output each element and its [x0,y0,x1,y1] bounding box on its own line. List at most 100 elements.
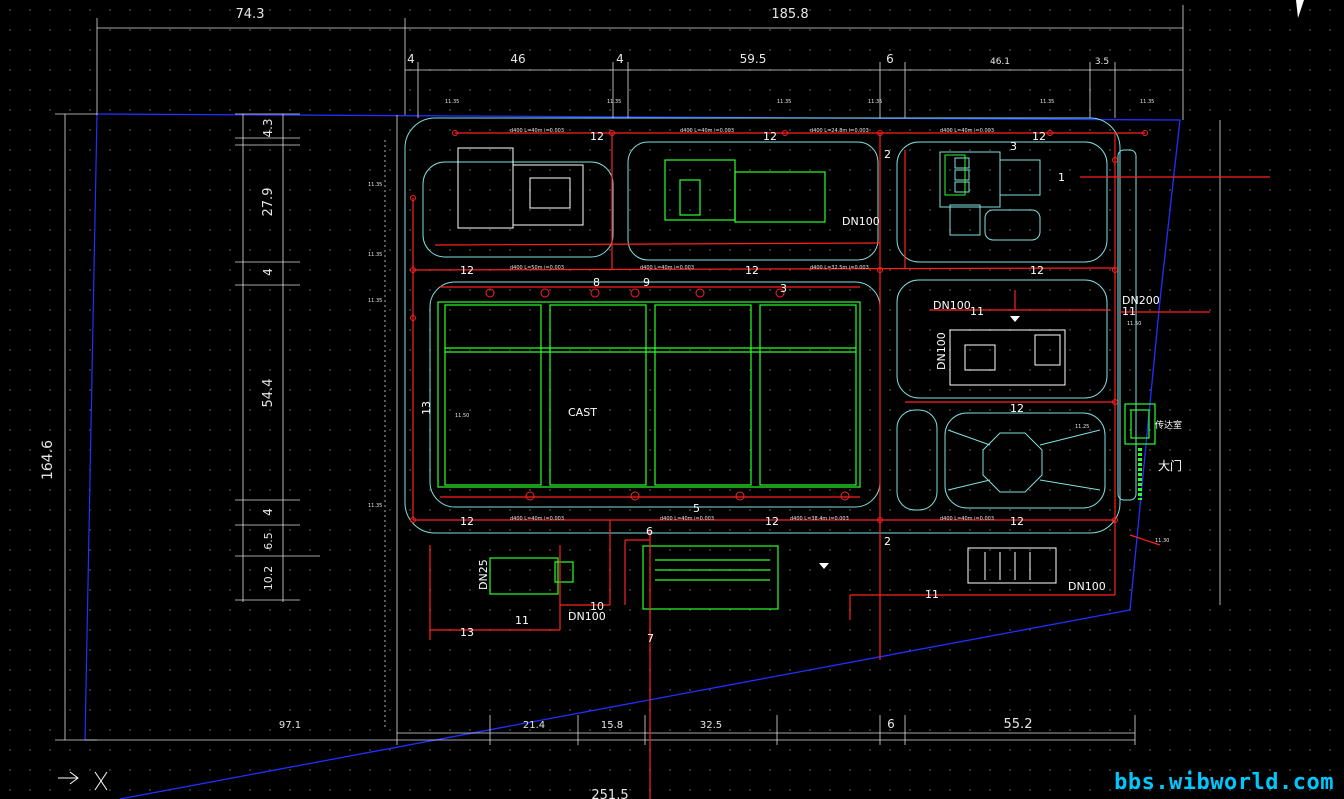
dimension-lines [55,5,1221,745]
pipe-num-6: 6 [646,525,653,538]
svg-text:11.35: 11.35 [607,99,621,105]
dn-label: DN200 [1122,294,1160,307]
svg-text:11.30: 11.30 [1155,538,1169,544]
roads [404,117,1137,534]
dim-bottom-3: 32.5 [700,720,722,731]
pipe-num-12: 12 [745,264,759,277]
dim-left-1: 27.9 [261,188,276,217]
dim-bottom-2: 15.8 [601,720,623,731]
equipment-room [939,151,1041,241]
dim-2-4: 6 [886,52,894,66]
svg-text:d400 L=24.8m i=0.003: d400 L=24.8m i=0.003 [810,128,869,134]
pipe-num-12: 12 [590,130,604,143]
svg-text:11.25: 11.25 [1075,424,1089,430]
dim-2-2: 4 [616,52,624,66]
pipe-num-11: 11 [970,305,984,318]
svg-text:d400 L=40m i=0.003: d400 L=40m i=0.003 [940,516,994,522]
pipe-num-3: 3 [780,282,787,295]
north-arrow-icon [1296,0,1304,18]
site-boundary [96,113,1181,799]
pipe-num-11: 11 [925,588,939,601]
dim-2-5: 46.1 [990,57,1010,67]
svg-text:11.35: 11.35 [368,298,382,304]
pipe-num-12: 12 [1010,402,1024,415]
flow-arrow [1010,316,1020,322]
pipe-num-11: 11 [1122,305,1136,318]
dim-bottom-5: 55.2 [1004,717,1033,732]
pipe-num-12: 12 [460,264,474,277]
dn-label: DN100 [568,610,606,623]
dn-label: DN100 [1068,580,1106,593]
svg-text:d400 L=40m i=0.003: d400 L=40m i=0.003 [510,516,564,522]
dim-left-2: 4 [261,268,275,276]
pipe-num-9: 9 [643,276,650,289]
pipe-num-3: 3 [1010,140,1017,153]
flow-arrow [819,563,829,569]
svg-text:d400 L=40m i=0.003: d400 L=40m i=0.003 [510,128,564,134]
dn-label: DN25 [477,559,490,590]
svg-text:11.35: 11.35 [368,503,382,509]
pipe-num-10: 10 [590,600,604,613]
pipe-num-1: 1 [1058,171,1065,184]
pipe-num-12: 12 [1032,130,1046,143]
svg-text:11.50: 11.50 [1127,321,1141,327]
svg-text:d400 L=50m i=0.003: d400 L=50m i=0.003 [510,265,564,271]
pipe-num-12: 12 [1010,515,1024,528]
svg-text:11.35: 11.35 [445,99,459,105]
dim-bottom-4: 6 [887,717,895,731]
pipe-num-13: 13 [460,626,474,639]
dim-2-0: 4 [407,52,415,66]
dim-left-0: 4.3 [261,118,275,137]
dim-top-left: 74.3 [236,7,265,22]
dim-left-6: 10.2 [262,566,275,591]
svg-text:d400 L=40m i=0.003: d400 L=40m i=0.003 [680,128,734,134]
svg-text:11.35: 11.35 [777,99,791,105]
manholes [410,130,1148,523]
green-buildings [437,159,1156,610]
gate-label: 大门 [1158,458,1182,473]
admin-building [457,147,584,229]
office-building [949,329,1066,386]
pipe-num-2: 2 [884,148,891,161]
svg-text:d400 L=38.4m i=0.003: d400 L=38.4m i=0.003 [790,516,849,522]
dim-2-6: 3.5 [1095,57,1109,67]
pipe-num-5: 5 [693,502,700,515]
ucs-icon [58,771,108,791]
svg-text:11.35: 11.35 [1040,99,1054,105]
dim-left-3: 54.4 [261,379,276,408]
pipe-num-13: 13 [420,401,433,415]
dim-2-1: 46 [510,52,525,66]
pipe-labels: 12 12 12 12 12 12 12 12 12 12 13 13 11 1… [420,130,1136,645]
pipe-num-12: 12 [765,515,779,528]
svg-text:d400 L=40m i=0.003: d400 L=40m i=0.003 [940,128,994,134]
pipe-num-12: 12 [460,515,474,528]
guard-label: 传达室 [1155,419,1182,431]
pipe-network [412,132,1270,799]
dim-bottom-total: 251.5 [591,788,628,799]
svg-text:11.35: 11.35 [368,252,382,258]
sludge-house [967,547,1057,584]
dn-label: DN100 [933,299,971,312]
cast-label: CAST [568,406,597,419]
pipe-num-12: 12 [763,130,777,143]
svg-text:d400 L=32.5m i=0.003: d400 L=32.5m i=0.003 [810,265,869,271]
dim-left-4: 4 [261,508,275,516]
svg-text:11.35: 11.35 [868,99,882,105]
dn-label: DN100 [842,215,880,228]
dim-bottom-0: 97.1 [279,720,301,731]
pipe-num-8: 8 [593,276,600,289]
svg-text:11.35: 11.35 [1140,99,1154,105]
svg-text:d400 L=40m i=0.003: d400 L=40m i=0.003 [660,516,714,522]
pipe-num-11: 11 [515,614,529,627]
pipe-num-2: 2 [884,535,891,548]
dn-labels: DN100 DN100 DN100 DN100 DN100 DN200 DN25 [477,215,1160,623]
svg-text:11.50: 11.50 [455,413,469,419]
pipe-num-12: 12 [1030,264,1044,277]
dim-left-5: 6.5 [262,532,275,550]
svg-text:11.35: 11.35 [368,182,382,188]
svg-text:d400 L=40m i=0.003: d400 L=40m i=0.003 [640,265,694,271]
watermark: bbs.wibworld.com [1114,770,1334,795]
